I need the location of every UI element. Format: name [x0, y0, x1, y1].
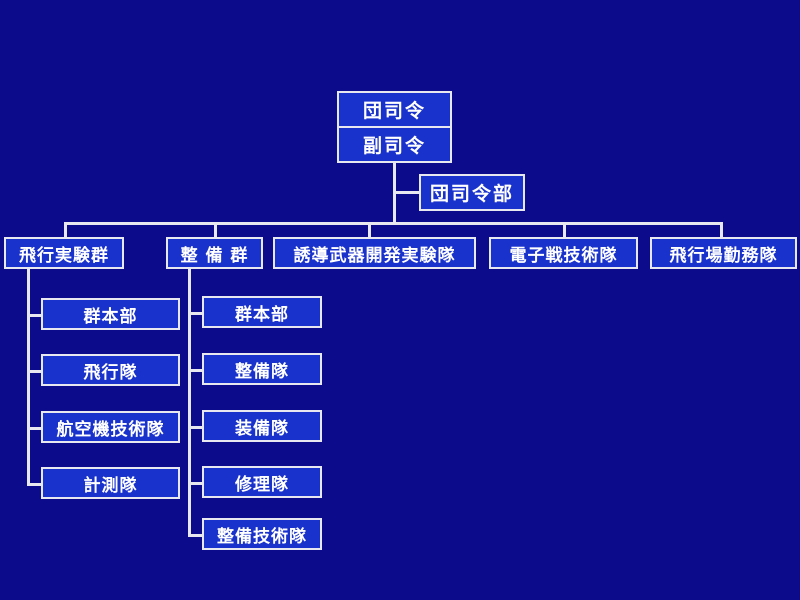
connector-maintenance-branch-1 [188, 312, 204, 315]
connector-drop-maintenance [214, 222, 217, 238]
group-guided-weapons: 誘導武器開発実験隊 [273, 237, 476, 269]
connector-drop-guided-weapons [368, 222, 371, 238]
connector-flight-test-vertical [27, 268, 30, 486]
connector-drop-flight-test [64, 222, 67, 238]
group-airfield-service: 飛行場勤務隊 [650, 237, 797, 269]
connector-flight-test-branch-1 [27, 314, 43, 317]
connector-maintenance-branch-2 [188, 369, 204, 372]
group-maintenance: 整 備 群 [166, 237, 263, 269]
vice-commander-box: 副司令 [337, 126, 452, 163]
connector-maintenance-branch-3 [188, 426, 204, 429]
unit-flight-test-hq: 群本部 [41, 298, 180, 330]
connector-maintenance-vertical [188, 268, 191, 536]
unit-aircraft-technology: 航空機技術隊 [41, 411, 180, 443]
connector-maintenance-branch-4 [188, 482, 204, 485]
unit-maintenance-squadron: 整備隊 [202, 353, 322, 385]
connector-drop-airfield [720, 222, 723, 238]
connector-flight-test-branch-3 [27, 427, 43, 430]
unit-equipment: 装備隊 [202, 410, 322, 442]
connector-horizontal [64, 222, 723, 225]
unit-maintenance-technology: 整備技術隊 [202, 518, 322, 550]
connector-flight-test-branch-4 [27, 483, 43, 486]
commander-box: 団司令 [337, 91, 452, 128]
unit-repair: 修理隊 [202, 466, 322, 498]
unit-maintenance-hq: 群本部 [202, 296, 322, 328]
connector-flight-test-branch-2 [27, 370, 43, 373]
group-flight-test: 飛行実験群 [4, 237, 124, 269]
staff-box: 団司令部 [419, 174, 525, 211]
group-electronic-warfare: 電子戦技術隊 [489, 237, 638, 269]
unit-measurement: 計測隊 [41, 467, 180, 499]
connector-staff [393, 191, 419, 194]
connector-maintenance-branch-5 [188, 534, 204, 537]
unit-flight-squadron: 飛行隊 [41, 354, 180, 386]
connector-drop-electronic-warfare [563, 222, 566, 238]
